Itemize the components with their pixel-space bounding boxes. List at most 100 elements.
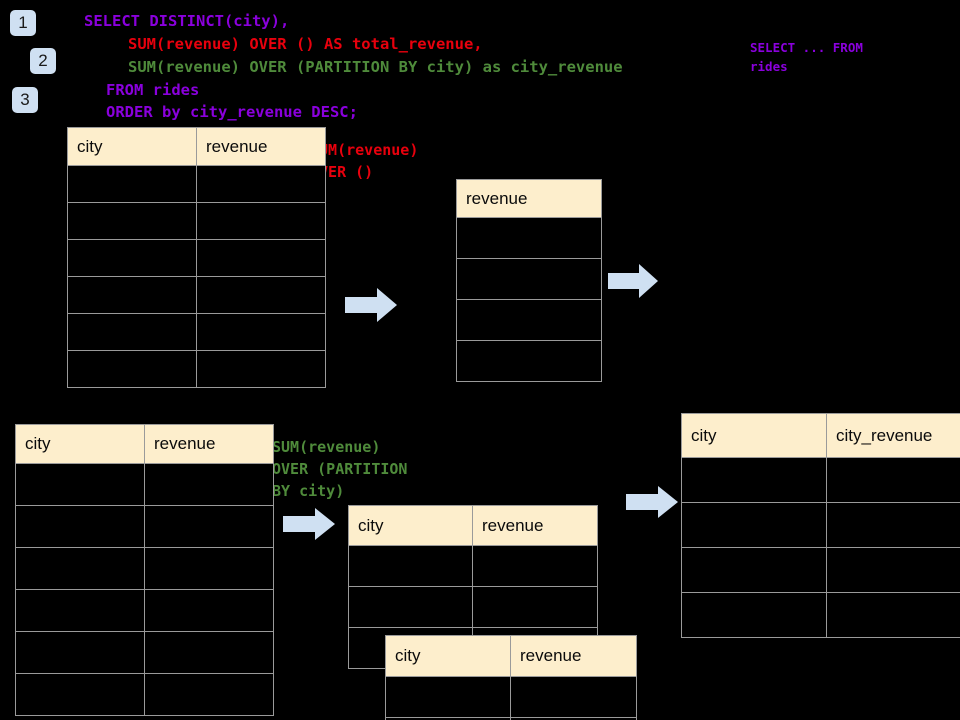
- cell-city: [681, 547, 827, 593]
- column-header-revenue: revenue: [144, 424, 274, 464]
- cell-city: [15, 673, 145, 716]
- cell-revenue: [196, 313, 326, 351]
- cell-revenue: [456, 258, 602, 300]
- table-row: [15, 589, 274, 632]
- cell-revenue: [456, 340, 602, 382]
- cell-city: [67, 350, 197, 388]
- table-row: [67, 165, 326, 203]
- table-rides-bottom: city revenue: [15, 424, 274, 716]
- table-row: [67, 202, 326, 240]
- cell-revenue: [472, 545, 598, 587]
- table-row: [681, 502, 960, 548]
- cell-city-revenue: [826, 457, 960, 503]
- column-header-city: city: [348, 505, 473, 546]
- column-header-revenue: revenue: [472, 505, 598, 546]
- table-header-row: revenue: [456, 179, 602, 218]
- step-badge-3: 3: [12, 87, 38, 113]
- table-row: [67, 239, 326, 277]
- column-header-city-revenue: city_revenue: [826, 413, 960, 458]
- cell-revenue: [144, 463, 274, 506]
- cell-city: [15, 505, 145, 548]
- cell-revenue: [510, 676, 637, 718]
- table-city-revenue-result: city city_revenue: [681, 413, 960, 638]
- cell-city-revenue: [826, 592, 960, 638]
- table-partition-front: city revenue: [385, 635, 637, 720]
- cell-city: [67, 239, 197, 277]
- table-rides-top: city revenue: [67, 127, 326, 388]
- table-row: [385, 676, 637, 718]
- annotation-sum-over-partition: SUM(revenue) OVER (PARTITION BY city): [272, 438, 408, 500]
- table-row: [67, 313, 326, 351]
- cell-city: [67, 202, 197, 240]
- table-row: [681, 547, 960, 593]
- cell-city: [681, 502, 827, 548]
- table-row: [15, 673, 274, 716]
- cell-revenue: [196, 350, 326, 388]
- sql-sidenote-select-from-rides: SELECT ... FROM rides: [750, 40, 863, 74]
- cell-revenue: [144, 673, 274, 716]
- cell-city: [385, 676, 511, 718]
- table-row: [681, 592, 960, 638]
- table-row: [15, 547, 274, 590]
- cell-revenue: [510, 717, 637, 720]
- cell-city: [15, 631, 145, 674]
- cell-revenue: [196, 239, 326, 277]
- table-row: [67, 276, 326, 314]
- sql-line-total-revenue: SUM(revenue) OVER () AS total_revenue,: [128, 35, 483, 53]
- column-header-city: city: [385, 635, 511, 677]
- sql-line-city-revenue: SUM(revenue) OVER (PARTITION BY city) as…: [128, 58, 623, 76]
- table-header-row: city revenue: [15, 424, 274, 464]
- cell-city: [67, 276, 197, 314]
- cell-city: [348, 545, 473, 587]
- cell-revenue: [196, 165, 326, 203]
- table-row: [15, 631, 274, 674]
- sql-line-from-rides: FROM rides: [106, 81, 200, 99]
- arrow-right-icon: [626, 486, 678, 523]
- cell-revenue: [456, 299, 602, 341]
- arrow-right-icon: [345, 288, 397, 327]
- step-badge-2: 2: [30, 48, 56, 74]
- cell-city: [348, 586, 473, 628]
- cell-revenue: [144, 505, 274, 548]
- step-badge-1: 1: [10, 10, 36, 36]
- table-row: [456, 258, 602, 300]
- table-row: [456, 299, 602, 341]
- annotation-sum-over-empty: SUM(revenue) OVER (): [310, 141, 419, 181]
- column-header-revenue: revenue: [456, 179, 602, 218]
- column-header-city: city: [67, 127, 197, 166]
- table-row: [348, 545, 598, 587]
- table-header-row: city revenue: [67, 127, 326, 166]
- table-row: [456, 340, 602, 382]
- table-row: [15, 505, 274, 548]
- cell-city: [67, 165, 197, 203]
- cell-revenue: [456, 217, 602, 259]
- table-header-row: city revenue: [348, 505, 598, 546]
- table-row: [15, 463, 274, 506]
- table-header-row: city revenue: [385, 635, 637, 677]
- table-row: [456, 217, 602, 259]
- cell-city: [681, 457, 827, 503]
- cell-city: [15, 589, 145, 632]
- cell-city: [15, 547, 145, 590]
- cell-city-revenue: [826, 502, 960, 548]
- table-row: [385, 717, 637, 720]
- column-header-city: city: [15, 424, 145, 464]
- column-header-revenue: revenue: [510, 635, 637, 677]
- sql-line-order-by: ORDER by city_revenue DESC;: [106, 103, 358, 121]
- cell-revenue: [472, 586, 598, 628]
- sql-line-select-distinct: SELECT DISTINCT(city),: [84, 12, 290, 30]
- cell-city: [15, 463, 145, 506]
- cell-revenue: [144, 631, 274, 674]
- table-header-row: city city_revenue: [681, 413, 960, 458]
- cell-city: [67, 313, 197, 351]
- table-row: [681, 457, 960, 503]
- cell-city: [681, 592, 827, 638]
- cell-city-revenue: [826, 547, 960, 593]
- arrow-right-icon: [283, 508, 335, 545]
- column-header-city: city: [681, 413, 827, 458]
- cell-revenue: [144, 547, 274, 590]
- cell-revenue: [144, 589, 274, 632]
- column-header-revenue: revenue: [196, 127, 326, 166]
- arrow-right-icon: [608, 264, 658, 303]
